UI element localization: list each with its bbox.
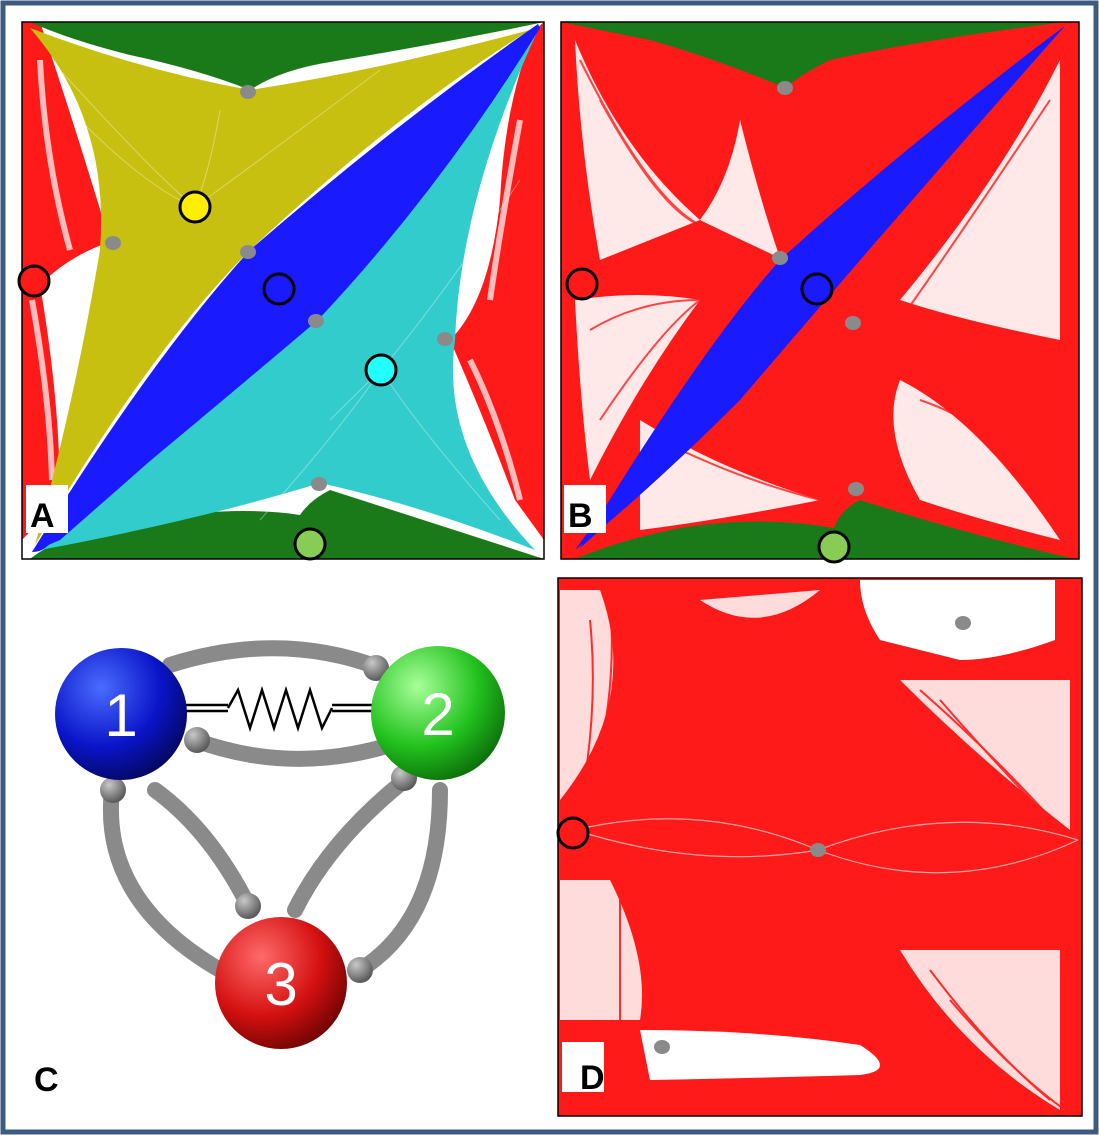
saddle-points [772, 81, 864, 496]
panel-b: B [560, 21, 1080, 564]
attractor-red [556, 816, 590, 850]
attractor-yellow [178, 190, 212, 224]
saddle-points [105, 85, 453, 491]
basin-green-bottom [575, 500, 1075, 559]
spring-icon [185, 685, 375, 733]
joint-knobs [100, 655, 417, 983]
attractor-light-green [293, 527, 327, 561]
saddle-points [654, 616, 971, 1054]
node-3-label: 3 [264, 951, 297, 1018]
panel-c: 1 2 3 C [34, 640, 505, 1099]
attractor-blue [262, 272, 296, 306]
panel-b-label: B [568, 497, 593, 535]
basin-green-bottom [30, 490, 544, 559]
attractor-cyan [364, 353, 398, 387]
attractor-blue [800, 272, 834, 306]
attractor-red [565, 267, 599, 301]
basin-red-left [22, 22, 110, 540]
panel-d: D [556, 577, 1083, 1117]
basin-green-top [30, 22, 544, 90]
basin-yellow [30, 28, 530, 545]
node-1: 1 [55, 648, 187, 780]
node-3: 3 [215, 917, 347, 1049]
panel-a-label: A [30, 497, 55, 535]
tubes [103, 640, 448, 978]
attractor-light-green [817, 530, 851, 564]
panel-d-label: D [580, 1059, 605, 1097]
node-2: 2 [371, 646, 505, 780]
basin-cyan [40, 30, 538, 550]
attractor-red [17, 264, 51, 298]
basin-red-right [450, 22, 544, 540]
panel-a: A [17, 21, 545, 561]
node-1-label: 1 [104, 682, 137, 749]
node-2-label: 2 [421, 681, 454, 748]
basin-green-top [561, 22, 1065, 88]
panel-c-label: C [34, 1061, 59, 1099]
